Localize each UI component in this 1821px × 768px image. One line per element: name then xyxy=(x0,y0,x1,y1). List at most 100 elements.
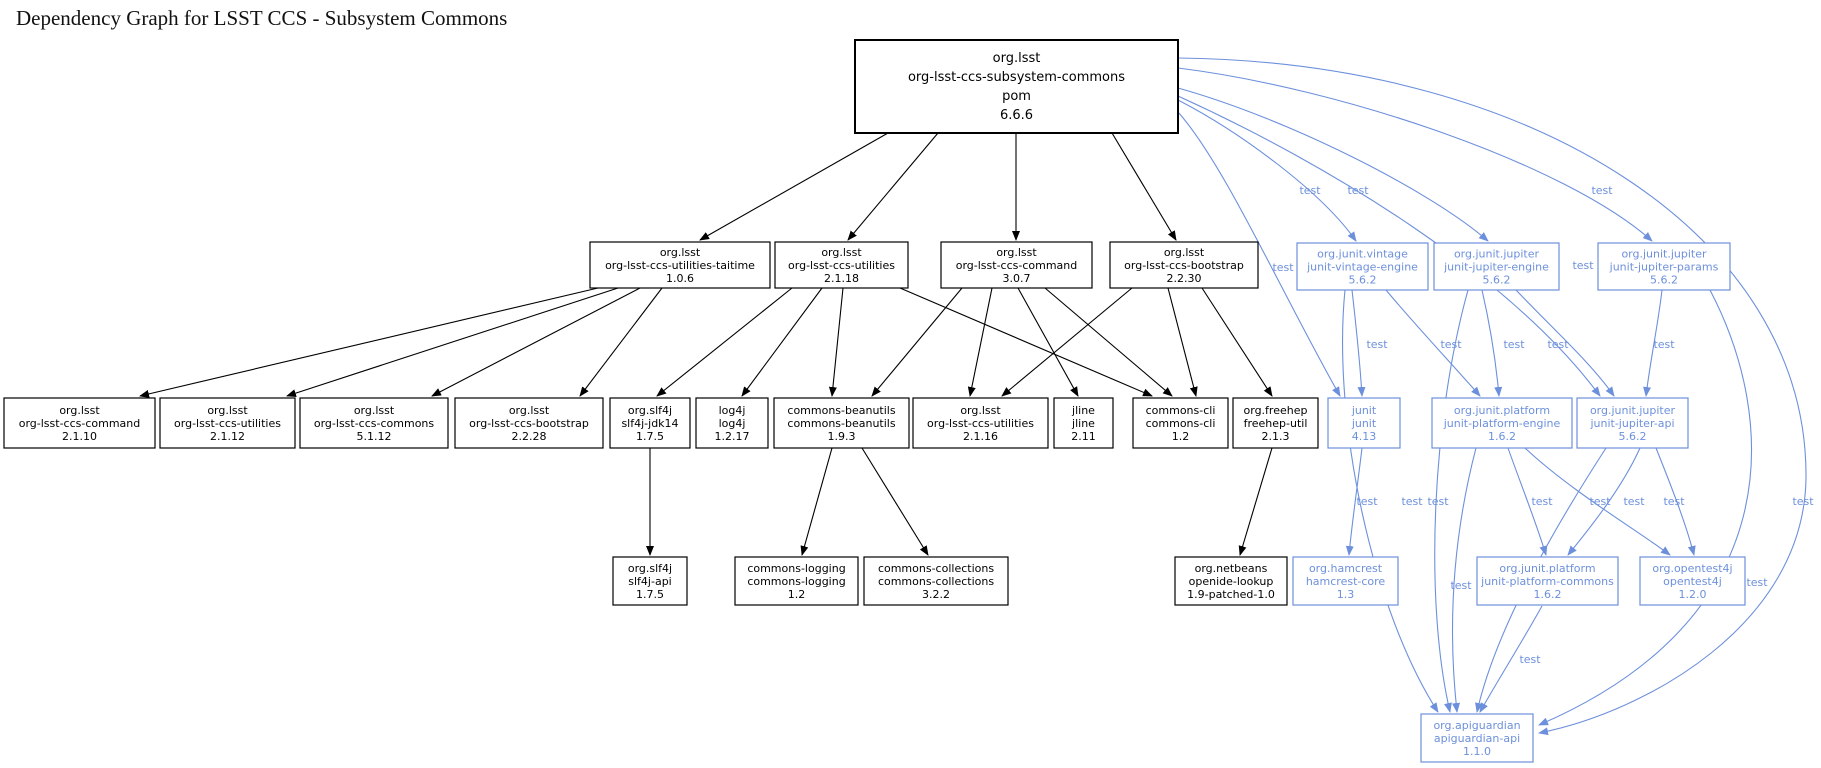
node-hamcrest-line-2: 1.3 xyxy=(1337,588,1355,601)
edge-label-junit413-hamcrest: test xyxy=(1356,495,1378,508)
node-root-line-3: 6.6.6 xyxy=(1000,108,1033,123)
node-jupiterApi-line-0: org.junit.jupiter xyxy=(1590,404,1676,417)
page-title: Dependency Graph for LSST CCS - Subsyste… xyxy=(16,6,508,30)
node-opentest4j-line-1: opentest4j xyxy=(1663,575,1722,588)
node-hamcrest-line-1: hamcrest-core xyxy=(1306,575,1386,588)
node-bootstrap28-line-0: org.lsst xyxy=(509,404,550,417)
edge-label-jupiterApi-opentest4j: test xyxy=(1663,495,1685,508)
node-freehep-line-0: org.freehep xyxy=(1244,404,1308,417)
edge-platformCommons-apiguardian xyxy=(1479,605,1543,713)
node-command307-line-1: org-lsst-ccs-command xyxy=(956,259,1078,272)
edge-jupiterEngine-platformEngine xyxy=(1481,289,1503,397)
node-commonscli-line-2: 1.2 xyxy=(1172,430,1190,443)
edge-bootstrap30-commonscli xyxy=(1167,287,1198,397)
edge-label-platformEngine-apiguardian: test xyxy=(1450,579,1472,592)
node-platformEngine[interactable]: org.junit.platformjunit-platform-engine1… xyxy=(1431,397,1573,449)
node-commonscollections[interactable]: commons-collectionscommons-collections3.… xyxy=(863,556,1009,606)
edge-labels-layer: test test test test test test test test test test… xyxy=(1272,184,1814,666)
edge-vintage-junit413 xyxy=(1351,289,1366,397)
edge-label-jupiterApi-platformCommons: test xyxy=(1623,495,1645,508)
node-freehep-line-2: 2.1.3 xyxy=(1262,430,1290,443)
node-platformEngine-line-2: 1.6.2 xyxy=(1488,430,1516,443)
node-freehep-line-1: freehep-util xyxy=(1244,417,1308,430)
node-root[interactable]: org.lsstorg-lsst-ccs-subsystem-commonspo… xyxy=(854,39,1179,134)
edge-utilities18-slf4jjdk14 xyxy=(656,287,793,397)
edge-command307-jline xyxy=(1017,287,1079,397)
node-taitime-line-0: org.lsst xyxy=(660,246,701,259)
node-command10-line-1: org-lsst-ccs-command xyxy=(19,417,141,430)
node-taitime[interactable]: org.lsstorg-lsst-ccs-utilities-taitime1.… xyxy=(589,241,771,289)
node-apiguardian-line-0: org.apiguardian xyxy=(1433,719,1520,732)
node-openide[interactable]: org.netbeansopenide-lookup1.9-patched-1.… xyxy=(1174,556,1288,606)
edge-label-jupiterEngine-jupiterApi: test xyxy=(1547,338,1569,351)
node-utilities16-line-0: org.lsst xyxy=(960,404,1001,417)
node-bootstrap30-line-0: org.lsst xyxy=(1164,246,1205,259)
node-commonscli-line-0: commons-cli xyxy=(1146,404,1216,417)
edge-command307-utilities16 xyxy=(967,287,993,397)
node-slf4japi-line-1: slf4j-api xyxy=(628,575,671,588)
edge-root-taitime xyxy=(699,132,889,241)
node-jline-line-0: jline xyxy=(1071,404,1095,417)
node-command10-line-0: org.lsst xyxy=(59,404,100,417)
edge-root-utilities18 xyxy=(847,132,939,241)
edge-bootstrap30-utilities16 xyxy=(1001,287,1133,397)
node-platformCommons[interactable]: org.junit.platformjunit-platform-commons… xyxy=(1476,556,1619,606)
edge-vintage-platformEngine xyxy=(1385,289,1481,397)
node-command307-line-2: 3.0.7 xyxy=(1003,272,1031,285)
edge-label-root-vintage: test xyxy=(1299,184,1321,197)
edge-taitime-command10 xyxy=(139,287,599,398)
node-vintage-line-0: org.junit.vintage xyxy=(1317,248,1408,261)
node-opentest4j-line-2: 1.2.0 xyxy=(1679,588,1707,601)
node-bootstrap30-line-2: 2.2.30 xyxy=(1167,272,1202,285)
node-jupiterEngine-line-0: org.junit.jupiter xyxy=(1454,248,1540,261)
node-slf4jjdk14-line-0: org.slf4j xyxy=(628,404,672,417)
node-openide-line-2: 1.9-patched-1.0 xyxy=(1187,588,1275,601)
edge-label-root-apiguardian: test xyxy=(1792,495,1814,508)
node-junit413-line-0: junit xyxy=(1351,404,1377,417)
node-log4j-line-1: log4j xyxy=(719,417,746,430)
node-jupiterEngine[interactable]: org.junit.jupiterjunit-jupiter-engine5.6… xyxy=(1433,242,1560,291)
node-opentest4j-line-0: org.opentest4j xyxy=(1652,562,1732,575)
edge-command307-beanutils xyxy=(871,287,963,397)
node-platformCommons-line-0: org.junit.platform xyxy=(1499,562,1595,575)
edge-taitime-utilities12 xyxy=(286,287,619,398)
node-vintage-line-2: 5.6.2 xyxy=(1349,274,1377,287)
edge-beanutils-commonslogging xyxy=(800,447,833,556)
node-slf4japi-line-0: org.slf4j xyxy=(628,562,672,575)
node-jupiterEngine-line-1: junit-jupiter-engine xyxy=(1443,261,1549,274)
node-slf4jjdk14-line-2: 1.7.5 xyxy=(636,430,664,443)
edge-root-jupiterApi xyxy=(1177,95,1601,397)
edge-label-root-junit413: test xyxy=(1272,261,1294,274)
edge-label-vintage-junit413: test xyxy=(1366,338,1388,351)
edge-label-jupiterParams-apiguardian: test xyxy=(1746,576,1768,589)
edge-bootstrap30-freehep xyxy=(1201,287,1273,397)
node-junit413-line-2: 4.13 xyxy=(1352,430,1377,443)
node-jupiterParams[interactable]: org.junit.jupiterjunit-jupiter-params5.6… xyxy=(1597,242,1731,291)
node-beanutils-line-1: commons-beanutils xyxy=(787,417,895,430)
edge-platformEngine-platformCommons xyxy=(1507,447,1548,556)
node-jupiterParams-line-0: org.junit.jupiter xyxy=(1621,248,1707,261)
edge-jupiterParams-apiguardian xyxy=(1538,289,1753,726)
node-vintage[interactable]: org.junit.vintagejunit-vintage-engine5.6… xyxy=(1296,242,1429,291)
